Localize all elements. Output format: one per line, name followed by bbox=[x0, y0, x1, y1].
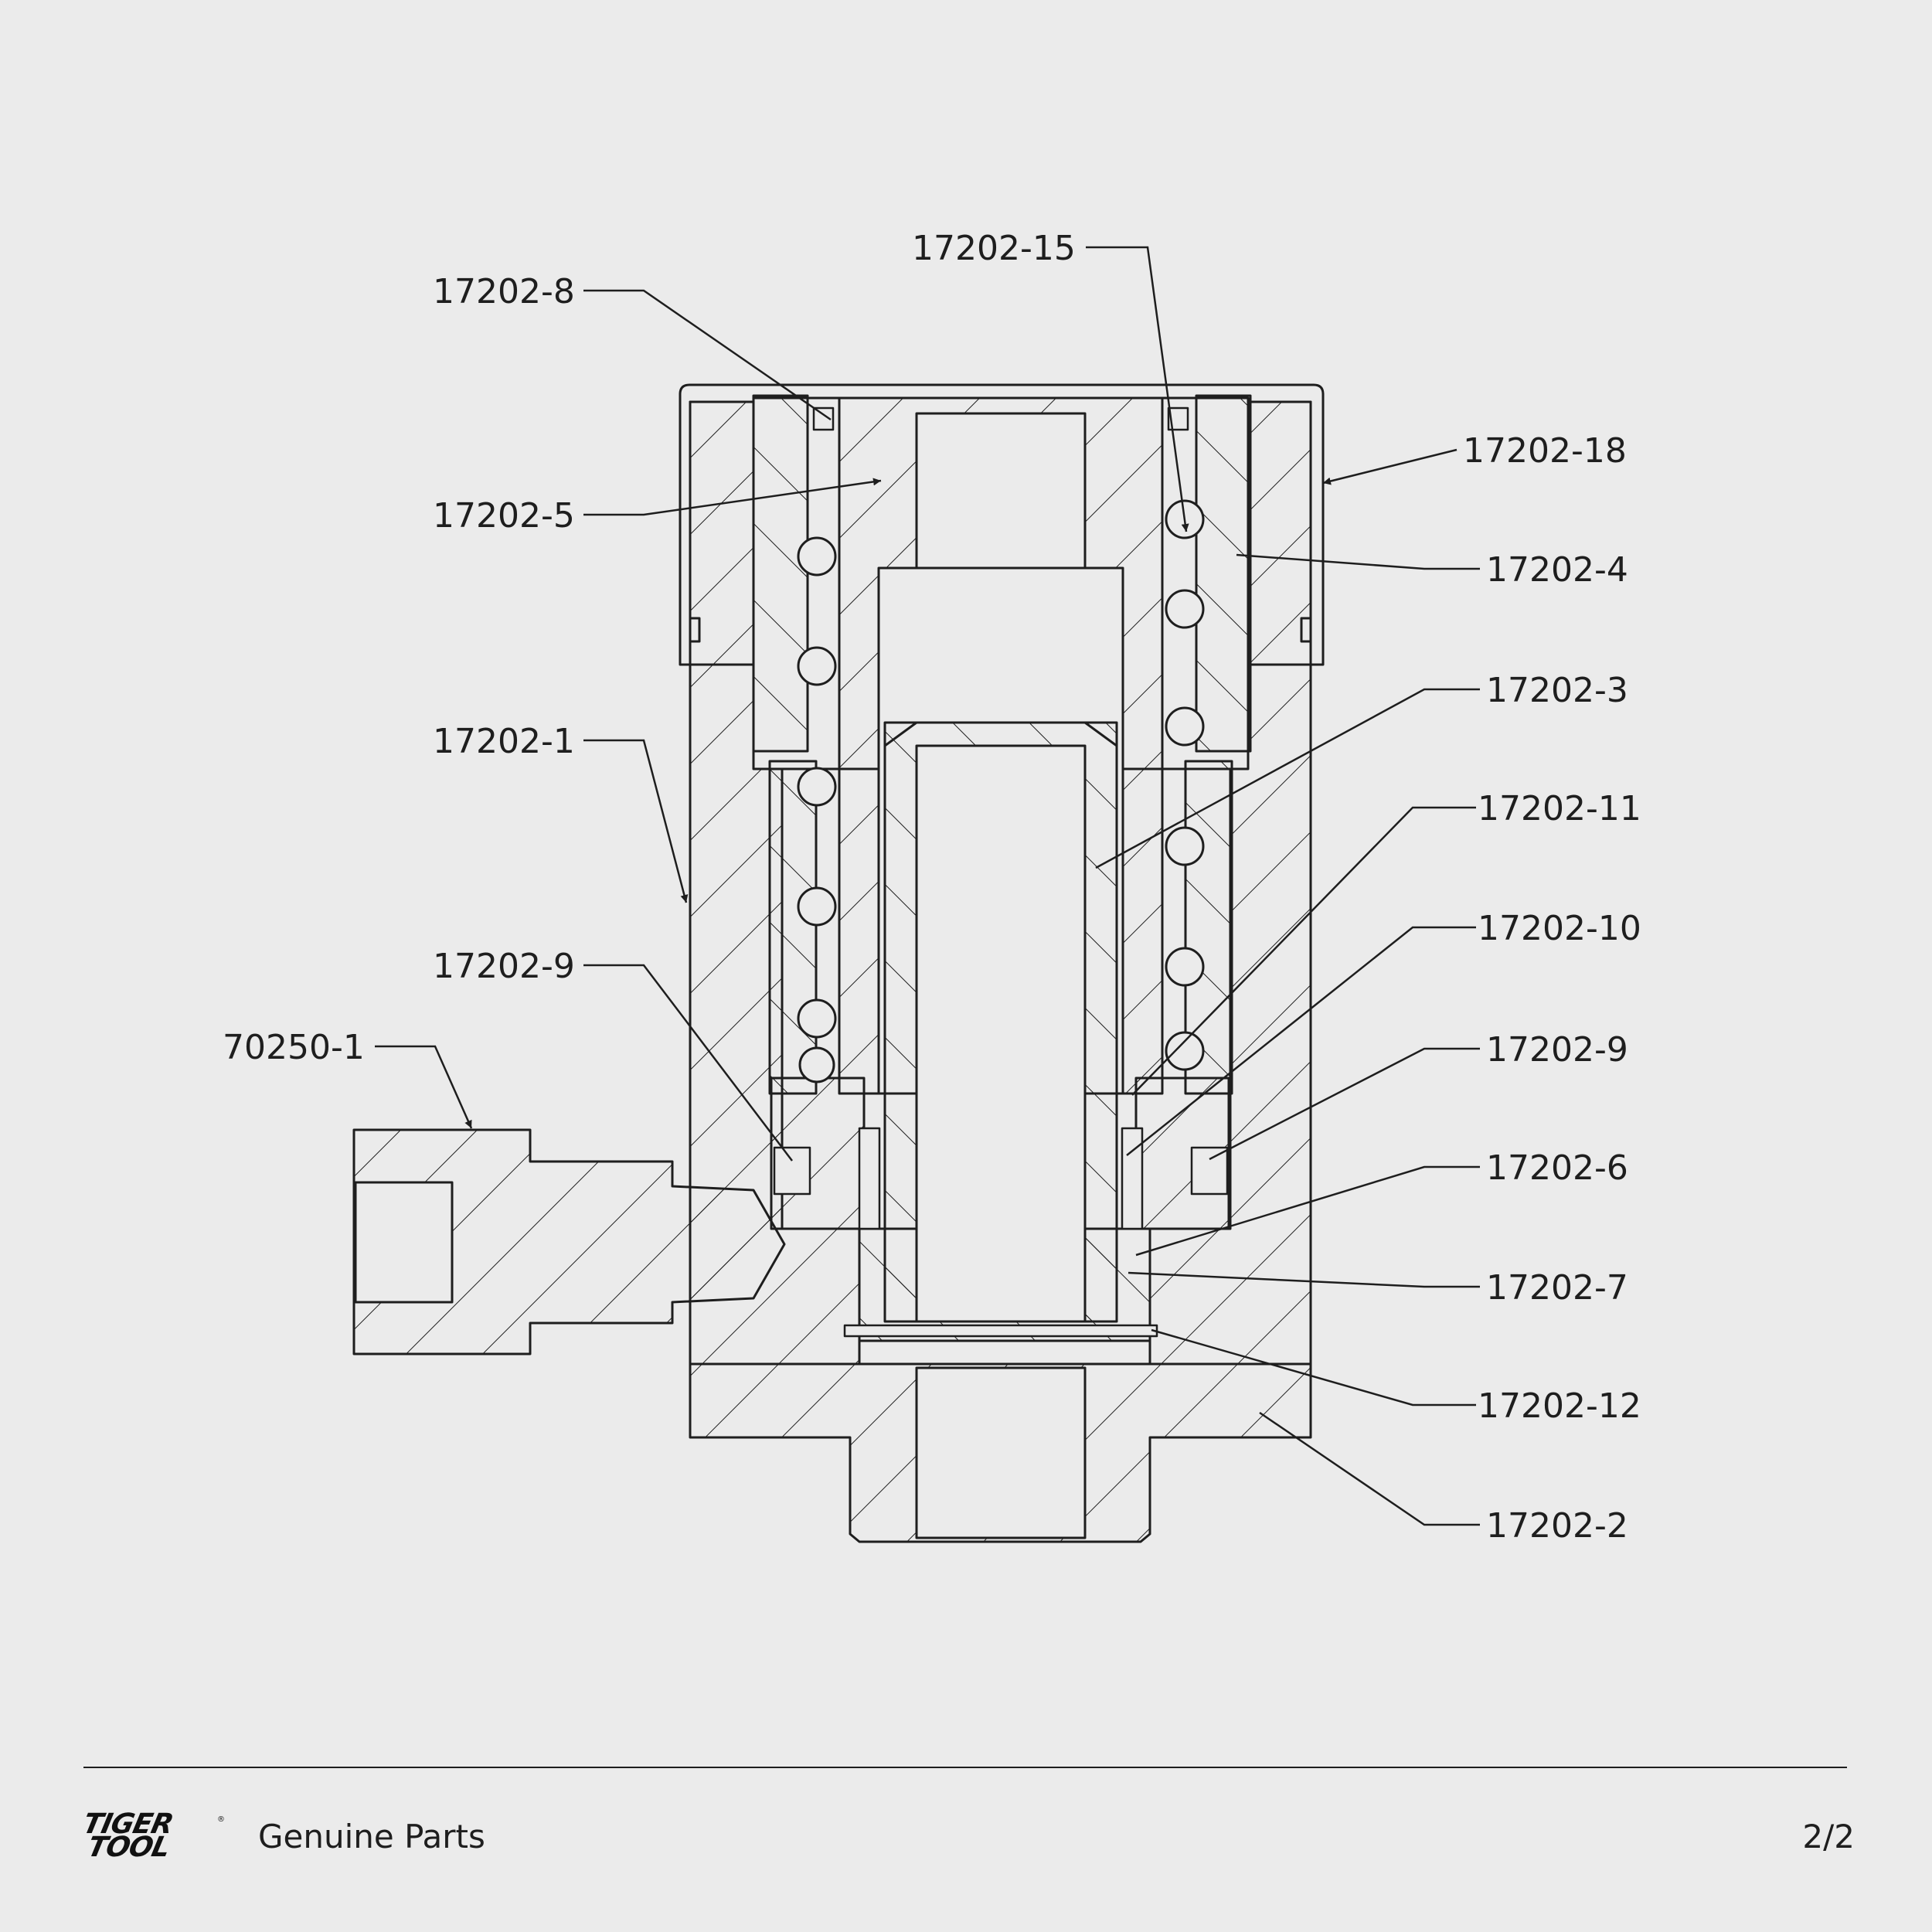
inner-tube bbox=[883, 721, 1118, 1323]
footer-tagline: Genuine Parts bbox=[258, 1818, 485, 1855]
callout-17202-4: 17202-4 bbox=[1486, 550, 1628, 590]
callout-labels: 17202-15 17202-8 17202-18 17202-5 17202-… bbox=[223, 229, 1641, 1546]
callout-17202-3: 17202-3 bbox=[1486, 671, 1628, 710]
callout-17202-1: 17202-1 bbox=[433, 722, 575, 761]
page-number: 2/2 bbox=[1802, 1818, 1855, 1855]
spring-coils bbox=[797, 499, 1205, 1083]
callout-17202-5: 17202-5 bbox=[433, 496, 575, 536]
callout-17202-18: 17202-18 bbox=[1463, 431, 1627, 471]
callout-17202-9-left: 17202-9 bbox=[433, 947, 575, 986]
coupler-fitting bbox=[352, 1128, 786, 1355]
callout-17202-10: 17202-10 bbox=[1478, 909, 1641, 948]
lower-piston bbox=[770, 1077, 1230, 1230]
tiger-tool-logo: TIGER TOOL ® bbox=[80, 1808, 225, 1863]
callout-17202-12: 17202-12 bbox=[1478, 1386, 1641, 1426]
callout-17202-11: 17202-11 bbox=[1478, 789, 1641, 828]
callout-17202-7: 17202-7 bbox=[1486, 1268, 1628, 1308]
callout-17202-8: 17202-8 bbox=[433, 272, 575, 311]
callout-17202-2: 17202-2 bbox=[1486, 1506, 1628, 1546]
callout-17202-9-right: 17202-9 bbox=[1486, 1030, 1628, 1070]
footer-divider bbox=[83, 1767, 1847, 1768]
base-part bbox=[689, 1362, 1312, 1543]
callout-17202-15: 17202-15 bbox=[912, 229, 1076, 268]
callout-17202-6: 17202-6 bbox=[1486, 1148, 1628, 1188]
logo-line-2: TOOL bbox=[84, 1832, 173, 1863]
logo-registered-mark: ® bbox=[217, 1815, 225, 1824]
callout-70250-1: 70250-1 bbox=[223, 1028, 365, 1067]
